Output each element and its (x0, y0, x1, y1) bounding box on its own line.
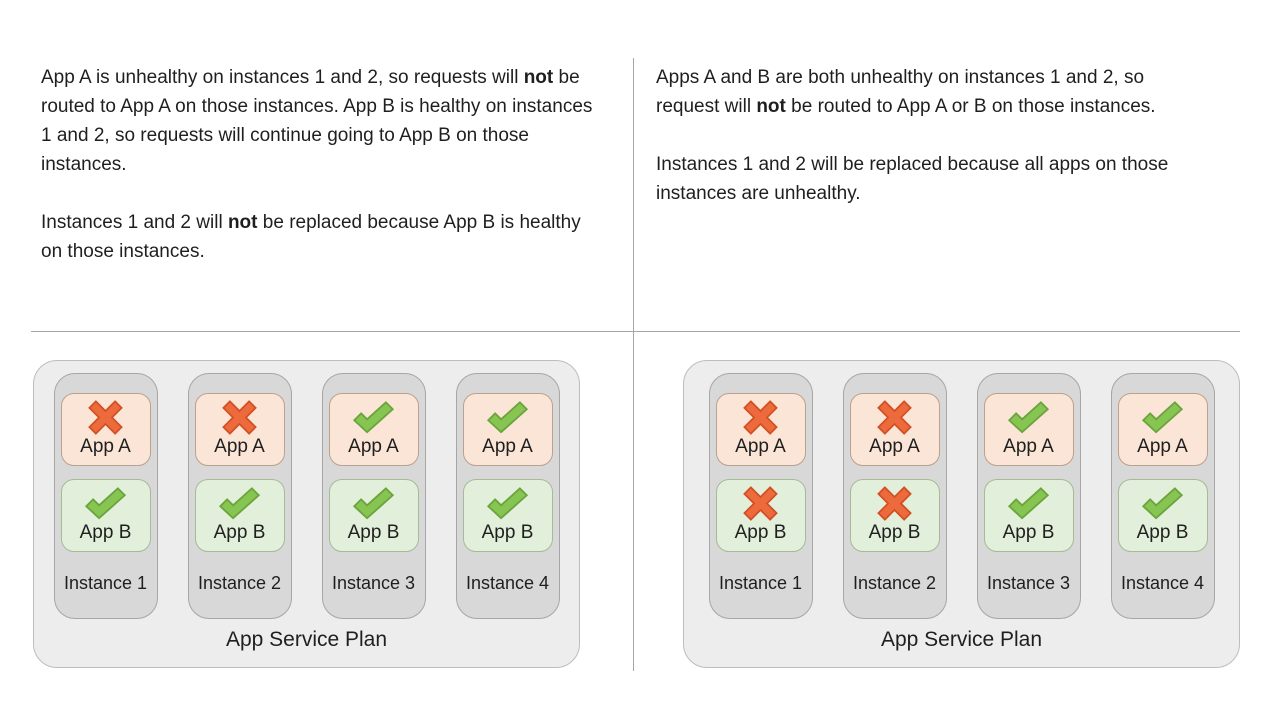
description-paragraph: App A is unhealthy on instances 1 and 2,… (41, 63, 597, 179)
text-run: App A is unhealthy on instances 1 and 2,… (41, 67, 524, 88)
app-card: App A (849, 393, 940, 466)
app-card: App B (328, 479, 419, 552)
right-description: Apps A and B are both unhealthy on insta… (656, 63, 1201, 237)
app-label: App B (79, 522, 132, 543)
app-label: App B (868, 522, 921, 543)
app-label: App B (734, 522, 787, 543)
bold-text-run: not (227, 212, 258, 233)
app-label: App A (1003, 436, 1054, 457)
app-card: App B (462, 479, 553, 552)
x-icon (222, 400, 257, 435)
app-card: App B (849, 479, 940, 552)
x-icon (88, 400, 123, 435)
app-card: App B (194, 479, 285, 552)
instance-label: Instance 4 (1120, 573, 1205, 593)
instances-row: App A App B Instance 1 App A App B Instance 2… (708, 373, 1215, 619)
instance-card: App A App B Instance 4 (455, 373, 560, 619)
app-card: App A (715, 393, 806, 466)
text-run: be routed to App A or B on those instanc… (785, 96, 1156, 117)
instance-card: App A App B Instance 3 (321, 373, 426, 619)
app-card: App A (983, 393, 1074, 466)
app-label: App B (1002, 522, 1055, 543)
app-service-plan-left: App A App B Instance 1 App A App B Instance 2… (33, 360, 580, 668)
app-label: App A (214, 436, 265, 457)
x-icon (743, 400, 778, 435)
instance-card: App A App B Instance 3 (976, 373, 1081, 619)
instance-label: Instance 3 (331, 573, 416, 593)
app-card: App B (715, 479, 806, 552)
instance-label: Instance 2 (852, 573, 937, 593)
app-label: App B (347, 522, 400, 543)
app-label: App A (348, 436, 399, 457)
x-icon (743, 486, 778, 521)
description-paragraph: Instances 1 and 2 will be replaced becau… (656, 150, 1201, 208)
text-run: be routed to App A on those instances. A… (41, 67, 593, 175)
app-card: App B (1117, 479, 1208, 552)
description-paragraph: Instances 1 and 2 will not be replaced b… (41, 208, 597, 266)
x-icon (877, 486, 912, 521)
app-card: App B (60, 479, 151, 552)
asp-label: App Service Plan (225, 628, 388, 651)
instances-row: App A App B Instance 1 App A App B Instance 2… (53, 373, 560, 619)
app-card: App B (983, 479, 1074, 552)
left-description: App A is unhealthy on instances 1 and 2,… (41, 63, 597, 295)
x-icon (877, 400, 912, 435)
asp-label: App Service Plan (880, 628, 1043, 651)
instance-label: Instance 3 (986, 573, 1071, 593)
instance-card: App A App B Instance 2 (842, 373, 947, 619)
description-paragraph: Apps A and B are both unhealthy on insta… (656, 63, 1201, 121)
instance-card: App A App B Instance 4 (1110, 373, 1215, 619)
app-card: App A (194, 393, 285, 466)
text-run: Apps A and B are both unhealthy on insta… (656, 67, 1145, 117)
bold-text-run: not (756, 96, 786, 117)
app-label: App B (1136, 522, 1189, 543)
check-icon (486, 486, 529, 521)
check-icon (1007, 486, 1050, 521)
instance-label: Instance 4 (465, 573, 550, 593)
instance-card: App A App B Instance 1 (708, 373, 813, 619)
app-label: App B (481, 522, 534, 543)
instance-card: App A App B Instance 2 (187, 373, 292, 619)
app-card: App A (328, 393, 419, 466)
instance-card: App A App B Instance 1 (53, 373, 158, 619)
app-card: App A (60, 393, 151, 466)
app-service-plan-right: App A App B Instance 1 App A App B Instance 2… (683, 360, 1240, 668)
instance-label: Instance 1 (718, 573, 803, 593)
app-label: App A (869, 436, 920, 457)
check-icon (486, 400, 529, 435)
horizontal-divider (31, 331, 1240, 332)
text-run: Instances 1 and 2 will (41, 212, 228, 233)
app-card: App A (462, 393, 553, 466)
app-card: App A (1117, 393, 1208, 466)
check-icon (218, 486, 261, 521)
app-label: App A (735, 436, 786, 457)
app-label: App A (80, 436, 131, 457)
check-icon (84, 486, 127, 521)
app-label: App B (213, 522, 266, 543)
bold-text-run: not (523, 67, 554, 88)
check-icon (1141, 400, 1184, 435)
check-icon (352, 400, 395, 435)
vertical-divider (633, 58, 634, 671)
check-icon (1141, 486, 1184, 521)
text-run: be replaced because App B is healthy on … (41, 212, 581, 262)
instance-label: Instance 2 (197, 573, 282, 593)
app-label: App A (482, 436, 533, 457)
text-run: Instances 1 and 2 will be replaced becau… (656, 154, 1169, 204)
app-label: App A (1137, 436, 1188, 457)
check-icon (352, 486, 395, 521)
check-icon (1007, 400, 1050, 435)
instance-label: Instance 1 (63, 573, 148, 593)
